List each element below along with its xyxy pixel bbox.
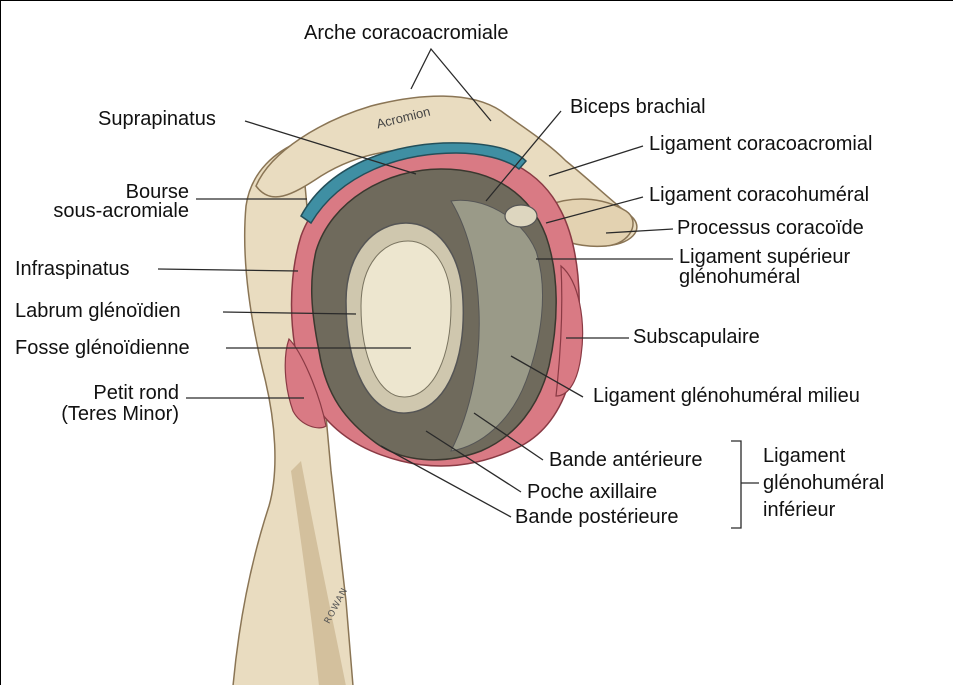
label-lig-sup-2: glénohuméral (679, 267, 800, 288)
biceps-tendon (505, 205, 537, 227)
label-infraspinatus: Infraspinatus (15, 259, 130, 280)
label-subscapulaire: Subscapulaire (633, 327, 760, 348)
label-suprapinatus: Suprapinatus (98, 109, 216, 130)
label-lig-coracoacromial: Ligament coracoacromial (649, 134, 872, 155)
label-fosse: Fosse glénoïdienne (15, 338, 190, 359)
label-lig-coracohumeral: Ligament coracohuméral (649, 185, 869, 206)
label-lig-milieu: Ligament glénohuméral milieu (593, 386, 860, 407)
label-petit-rond-1: Petit rond (61, 383, 179, 404)
label-poche: Poche axillaire (527, 482, 657, 503)
label-lig-sup-1: Ligament supérieur (679, 247, 850, 268)
label-lig-inf-2: glénohuméral (763, 473, 884, 494)
label-lig-inf-1: Ligament (763, 446, 845, 467)
label-labrum: Labrum glénoïdien (15, 301, 181, 322)
label-bourse-2: sous-acromiale (49, 201, 189, 222)
label-lig-inf-3: inférieur (763, 500, 835, 521)
glenoid-fossa (361, 241, 451, 397)
label-bande-post: Bande postérieure (515, 507, 678, 528)
label-petit-rond-2: (Teres Minor) (31, 404, 179, 425)
label-processus: Processus coracoïde (677, 218, 864, 239)
label-bande-ant: Bande antérieure (549, 450, 702, 471)
label-arche: Arche coracoacromiale (304, 23, 509, 44)
label-biceps: Biceps brachial (570, 97, 706, 118)
bracket-lig-inf (731, 441, 741, 528)
